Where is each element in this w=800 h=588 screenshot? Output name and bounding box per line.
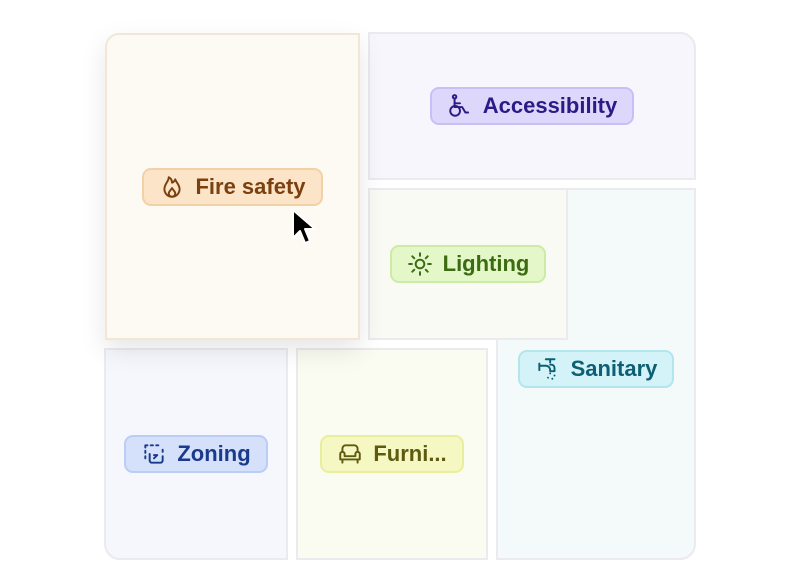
tile-sanitary[interactable]: Sanitary: [496, 188, 696, 560]
zone-select-icon: [144, 444, 164, 464]
chip-zoning[interactable]: Zoning: [124, 435, 268, 473]
tile-furniture[interactable]: Furni...: [296, 348, 488, 560]
chip-lighting[interactable]: Lighting: [389, 245, 547, 283]
tile-accessibility[interactable]: Accessibility: [368, 32, 696, 180]
mouse-pointer-icon: [292, 209, 316, 244]
chip-accessibility[interactable]: Accessibility: [429, 87, 635, 125]
chip-label: Furni...: [373, 441, 447, 466]
faucet-icon: [537, 358, 556, 380]
chip-label: Fire safety: [195, 173, 306, 199]
tile-lighting[interactable]: Lighting: [368, 188, 568, 340]
wheelchair-icon: [449, 94, 469, 117]
flame-icon: [163, 175, 182, 198]
armchair-icon: [339, 444, 362, 464]
chip-sanitary[interactable]: Sanitary: [517, 350, 675, 388]
sun-icon: [407, 252, 432, 276]
chip-label: Sanitary: [570, 356, 658, 381]
chip-label: Accessibility: [482, 93, 618, 118]
tile-zoning[interactable]: Zoning: [104, 348, 288, 560]
chip-fire-safety[interactable]: Fire safety: [142, 167, 323, 206]
chip-label: Lighting: [442, 251, 530, 276]
tile-fire-safety[interactable]: Fire safety: [105, 33, 360, 340]
chip-label: Zoning: [177, 441, 251, 466]
chip-furniture[interactable]: Furni...: [320, 435, 464, 473]
